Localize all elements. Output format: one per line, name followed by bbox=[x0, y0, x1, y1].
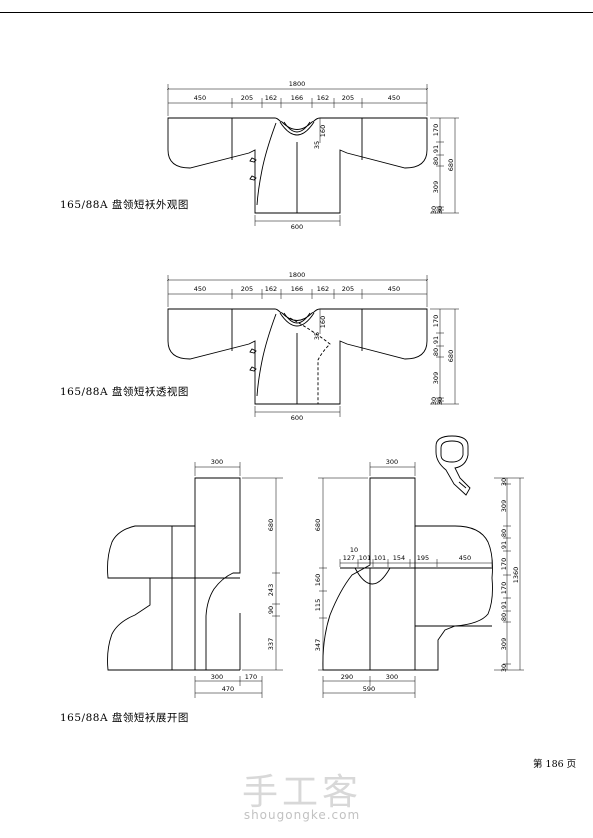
fr-left-upper: 680 bbox=[314, 519, 322, 531]
v1-seg-6: 205 bbox=[342, 94, 354, 102]
flat-left-dimensions bbox=[194, 462, 283, 698]
top-rule bbox=[0, 12, 593, 13]
fr-right-total: 1360 bbox=[512, 567, 520, 584]
fl-bottom-seg-2: 170 bbox=[245, 673, 257, 681]
v2-seg-2: 205 bbox=[241, 285, 253, 293]
v1-right-5: 30 bbox=[430, 206, 438, 214]
fr-right-6: 170 bbox=[500, 582, 508, 594]
v1-bottom-width: 600 bbox=[291, 223, 303, 231]
v2-seg-4: 166 bbox=[291, 285, 303, 293]
fl-bottom-seg-1: 300 bbox=[211, 673, 223, 681]
fr-inner-2: 101 bbox=[359, 554, 371, 562]
v1-seg-5: 162 bbox=[317, 94, 329, 102]
fr-right-7: 91 bbox=[500, 601, 508, 609]
flat-right-dimensions bbox=[318, 462, 524, 698]
caption-flat-view: 165/88A 盘领短袄展开图 bbox=[60, 712, 189, 724]
v2-seg-6: 205 bbox=[342, 285, 354, 293]
front-view-garment bbox=[167, 117, 428, 214]
page-number: 第 186 页 bbox=[533, 759, 577, 770]
collar-piece bbox=[435, 435, 471, 496]
v1-seg-2: 205 bbox=[241, 94, 253, 102]
fr-inner-3: 101 bbox=[374, 554, 386, 562]
v2-bottom-width: 600 bbox=[291, 414, 303, 422]
fr-inner-6: 450 bbox=[459, 554, 471, 562]
flat-right-dim-labels: 300 680 160 115 347 10 127 101 101 154 1… bbox=[314, 458, 520, 693]
fr-right-2: 309 bbox=[500, 500, 508, 512]
fr-right-1: 30 bbox=[500, 478, 508, 486]
fr-right-9: 309 bbox=[500, 638, 508, 650]
flat-right-piece bbox=[322, 477, 493, 671]
v2-right-2: 91 bbox=[432, 336, 440, 344]
fr-right-3: 80 bbox=[500, 529, 508, 537]
watermark-logo: 手工客 bbox=[241, 772, 362, 813]
fr-inner-1: 127 bbox=[343, 554, 355, 562]
fr-right-4: 91 bbox=[500, 541, 508, 549]
front-view-dim-labels: 1800 450 205 162 166 162 205 450 160 35 … bbox=[194, 80, 455, 231]
v1-seg-4: 166 bbox=[291, 94, 303, 102]
v1-collar-offset: 35 bbox=[313, 141, 321, 149]
v2-seg-1: 450 bbox=[194, 285, 206, 293]
front-view-dimensions bbox=[166, 84, 459, 226]
v2-right-total: 680 bbox=[447, 350, 455, 362]
fr-top-width: 300 bbox=[386, 458, 398, 466]
fr-bottom-total: 590 bbox=[363, 685, 375, 693]
v1-right-6: 30 bbox=[436, 206, 444, 214]
v1-seg-1: 450 bbox=[194, 94, 206, 102]
v1-right-3: 80 bbox=[432, 157, 440, 165]
watermark-url: shougongke.com bbox=[243, 808, 361, 822]
caption-perspective-view: 165/88A 盘领短袄透视图 bbox=[60, 386, 189, 398]
flat-left-dim-labels: 300 680 243 90 337 300 170 470 bbox=[211, 458, 275, 693]
fr-right-5: 170 bbox=[500, 558, 508, 570]
v2-seg-5: 162 bbox=[317, 285, 329, 293]
fl-right-upper: 680 bbox=[267, 519, 275, 531]
v2-right-4: 309 bbox=[432, 372, 440, 384]
fr-bottom-seg-2: 300 bbox=[386, 673, 398, 681]
fr-inner-small: 10 bbox=[350, 546, 358, 554]
fr-left-mid1: 160 bbox=[314, 574, 322, 586]
flat-left-piece bbox=[107, 477, 241, 671]
fl-top-width: 300 bbox=[211, 458, 223, 466]
caption-front-view: 165/88A 盘领短袄外观图 bbox=[60, 199, 189, 211]
v1-top-total: 1800 bbox=[289, 80, 306, 88]
perspective-view-garment bbox=[167, 308, 428, 405]
v2-right-6: 30 bbox=[436, 397, 444, 405]
fr-left-mid2: 115 bbox=[314, 599, 322, 611]
v1-seg-7: 450 bbox=[388, 94, 400, 102]
v2-top-total: 1800 bbox=[289, 271, 306, 279]
fr-right-10: 30 bbox=[500, 664, 508, 672]
fl-right-small: 90 bbox=[267, 606, 275, 614]
fr-inner-4: 154 bbox=[393, 554, 405, 562]
v2-right-1: 170 bbox=[432, 315, 440, 327]
fr-inner-5: 195 bbox=[417, 554, 429, 562]
v2-collar-offset: 35 bbox=[313, 332, 321, 340]
v1-right-2: 91 bbox=[432, 145, 440, 153]
fr-bottom-seg-1: 290 bbox=[341, 673, 353, 681]
v1-right-total: 680 bbox=[447, 159, 455, 171]
v2-right-5: 30 bbox=[430, 397, 438, 405]
v1-right-1: 170 bbox=[432, 124, 440, 136]
fl-bottom-total: 470 bbox=[222, 685, 234, 693]
v2-seg-7: 450 bbox=[388, 285, 400, 293]
fl-right-lower: 337 bbox=[267, 638, 275, 650]
v1-right-4: 309 bbox=[432, 181, 440, 193]
perspective-view-dimensions bbox=[166, 275, 459, 417]
fr-right-8: 80 bbox=[500, 613, 508, 621]
fr-left-lower: 347 bbox=[314, 639, 322, 651]
v2-right-3: 80 bbox=[432, 348, 440, 356]
v1-seg-3: 162 bbox=[265, 94, 277, 102]
perspective-view-dim-labels: 1800 450 205 162 166 162 205 450 160 35 … bbox=[194, 271, 455, 422]
fl-right-mid: 243 bbox=[267, 584, 275, 596]
v2-seg-3: 162 bbox=[265, 285, 277, 293]
v1-collar-depth: 160 bbox=[319, 125, 327, 137]
v2-collar-depth: 160 bbox=[319, 316, 327, 328]
